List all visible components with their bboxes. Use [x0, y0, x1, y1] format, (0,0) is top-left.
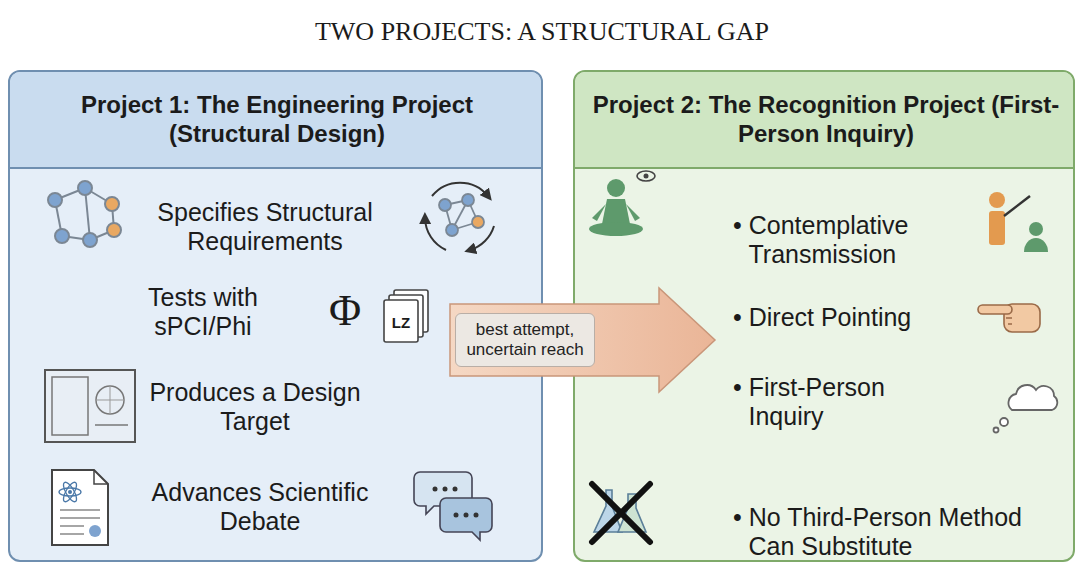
panel-item: • No Third-Person Method Can Substitute	[733, 503, 1053, 562]
diagram-title: TWO PROJECTS: A STRUCTURAL GAP	[315, 17, 769, 47]
panel-item: • Contemplative Transmission	[733, 211, 963, 270]
network-icon	[48, 181, 121, 247]
panel-item: Produces a Design Target	[130, 378, 380, 437]
block-arrow	[450, 288, 715, 392]
panel-heading: Project 1: The Engineering Project (Stru…	[25, 91, 530, 149]
cyclic-network-icon	[425, 183, 494, 250]
panel-item: Specifies Structural Requirements	[115, 198, 415, 257]
icon-label: LZ	[392, 315, 410, 330]
panel-item: • First-Person Inquiry	[733, 373, 953, 432]
blueprint-icon	[45, 370, 135, 442]
thought-cloud-icon	[994, 385, 1058, 432]
document-stack-icon	[384, 290, 428, 342]
panel-item: Advances Scientific Debate	[130, 478, 390, 537]
panel-heading: Project 2: The Recognition Project (Firs…	[586, 91, 1066, 149]
arrow-label: best attempt, uncertain reach	[455, 313, 595, 368]
no-lab-icon	[592, 484, 650, 542]
panel-item: • Direct Pointing	[733, 303, 978, 333]
meditation-icon	[589, 171, 655, 236]
teacher-icon	[989, 192, 1048, 252]
paper-icon	[52, 470, 108, 545]
pointing-hand-icon	[978, 304, 1040, 332]
speech-bubbles-icon	[414, 472, 492, 540]
panel-item: Tests with sPCI/Phi	[108, 283, 298, 342]
phi-symbol: Φ	[329, 289, 361, 333]
